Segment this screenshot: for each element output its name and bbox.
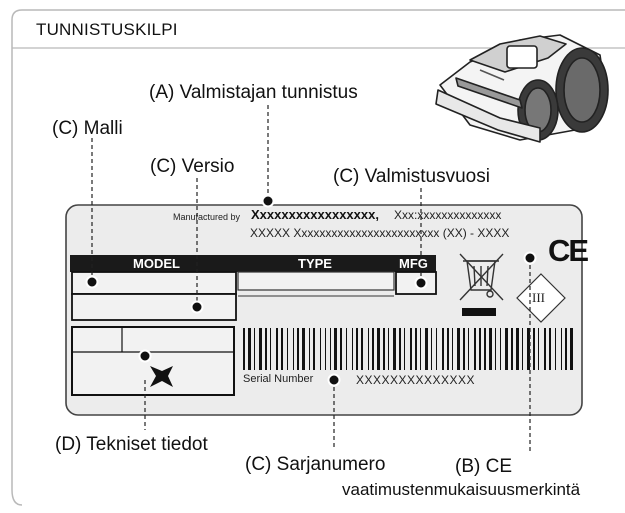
plate-manufacturer-address2: XXXXX Xxxxxxxxxxxxxxxxxxxxxxxx (XX) - XX… [250, 226, 510, 240]
weee-bin-icon [459, 253, 504, 301]
barcode-bar [533, 328, 535, 370]
barcode-bar [442, 328, 444, 370]
barcode-bar [527, 328, 530, 370]
plate-header-band [70, 255, 436, 272]
barcode-bar [463, 328, 465, 370]
barcode-bar [265, 328, 267, 370]
barcode-bar [377, 328, 380, 370]
fan-icon [150, 366, 173, 387]
serial-barcode [243, 328, 573, 370]
barcode-bar [259, 328, 262, 370]
weee-bar [462, 308, 496, 316]
barcode-bar [313, 328, 315, 370]
class-iii-label: III [532, 290, 545, 305]
barcode-bar [436, 328, 437, 370]
barcode-bar [372, 328, 374, 370]
barcode-bar [404, 328, 405, 370]
plate-manufacturer-name: Xxxxxxxxxxxxxxxxx, [251, 207, 379, 222]
barcode-bar [383, 328, 385, 370]
barcode-bar [340, 328, 342, 370]
barcode-bar [270, 328, 271, 370]
barcode-bar [393, 328, 396, 370]
barcode-bar [544, 328, 546, 370]
barcode-bar [293, 328, 294, 370]
robot-mower-illustration [435, 34, 609, 143]
callout-model: (C) Malli [52, 118, 123, 139]
barcode-bar [452, 328, 453, 370]
barcode-bar [474, 328, 476, 370]
barcode-bar [457, 328, 460, 370]
plate-manufactured-by: Manufactured by [173, 212, 241, 222]
barcode-bar [297, 328, 299, 370]
callout-dots [85, 194, 537, 387]
barcode-bar [309, 328, 310, 370]
barcode-bar [399, 328, 401, 370]
barcode-bar [281, 328, 283, 370]
barcode-bar [516, 328, 519, 370]
plate-manufacturer-address1: Xxx:xxxxxxxxxxxxxx [394, 208, 502, 222]
barcode-bar [495, 328, 496, 370]
barcode-bar [565, 328, 567, 370]
callout-serial-number: (C) Sarjanumero [245, 454, 386, 475]
barcode-bar [410, 328, 412, 370]
barcode-bar [431, 328, 432, 370]
barcode-bar [555, 328, 556, 370]
type-field [237, 271, 395, 291]
barcode-bar [570, 328, 573, 370]
barcode-bar [254, 328, 255, 370]
section-title: TUNNISTUSKILPI [36, 20, 178, 39]
barcode-bar [287, 328, 288, 370]
barcode-bar [368, 328, 369, 370]
barcode-bar [447, 328, 449, 370]
class-iii-diamond [516, 273, 566, 323]
barcode-bar [330, 328, 331, 370]
plate-header-model: MODEL [133, 256, 180, 271]
barcode-bar [425, 328, 428, 370]
barcode-bar [505, 328, 508, 370]
barcode-bar [484, 328, 486, 370]
barcode-bar [361, 328, 363, 370]
barcode-bar [549, 328, 551, 370]
plate-serial-value: XXXXXXXXXXXXXX [356, 373, 476, 387]
plate-header-type: TYPE [298, 256, 332, 271]
barcode-bar [415, 328, 417, 370]
barcode-bar [511, 328, 513, 370]
version-field [71, 293, 237, 321]
barcode-bar [325, 328, 326, 370]
barcode-bar [500, 328, 501, 370]
barcode-bar [302, 328, 305, 370]
callout-ce-line1: (B) CE [455, 456, 512, 477]
barcode-bar [243, 328, 245, 370]
barcode-bar [320, 328, 321, 370]
callout-manufacturer-id: (A) Valmistajan tunnistus [149, 82, 358, 103]
barcode-bar [561, 328, 562, 370]
barcode-bar [522, 328, 523, 370]
plate-header-mfg: MFG [399, 256, 428, 271]
section-frame [11, 9, 625, 506]
barcode-bar [468, 328, 469, 370]
callout-ce-line2: vaatimustenmukaisuusmerkintä [342, 480, 581, 499]
barcode-bar [248, 328, 251, 370]
barcode-bar [346, 328, 347, 370]
callout-version: (C) Versio [150, 156, 235, 177]
barcode-bar [388, 328, 389, 370]
barcode-bar [356, 328, 358, 370]
barcode-bar [420, 328, 421, 370]
callout-technical-data: (D) Tekniset tiedot [55, 434, 208, 455]
barcode-bar [489, 328, 492, 370]
ce-mark: CE [548, 233, 589, 268]
callout-manufacturing-year: (C) Valmistusvuosi [333, 166, 490, 187]
barcode-bar [538, 328, 539, 370]
leader-lines [91, 105, 531, 452]
barcode-bar [352, 328, 353, 370]
barcode-bar [334, 328, 337, 370]
plate-serial-label: Serial Number [243, 373, 314, 385]
barcode-bar [479, 328, 481, 370]
barcode-bar [276, 328, 278, 370]
